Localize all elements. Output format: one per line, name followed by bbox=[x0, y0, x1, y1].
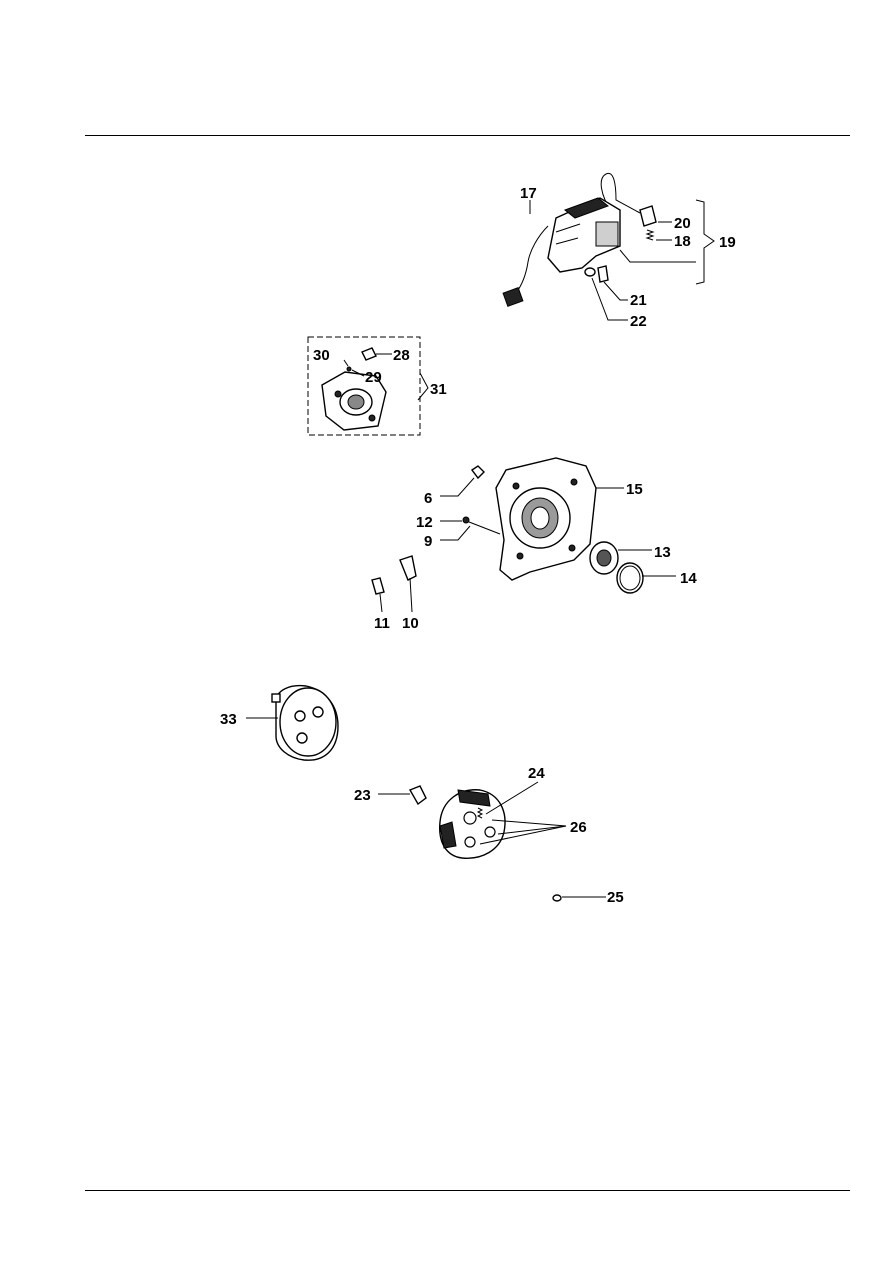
callout-33: 33 bbox=[220, 711, 237, 728]
retaining-clip bbox=[470, 465, 485, 480]
clutch-group: 24 23 26 bbox=[354, 765, 587, 859]
callout-12: 12 bbox=[416, 514, 433, 531]
callout-14: 14 bbox=[680, 570, 697, 587]
coil-connector bbox=[502, 287, 524, 307]
callout-25: 25 bbox=[607, 889, 624, 906]
callout-10: 10 bbox=[402, 615, 419, 632]
callout-17: 17 bbox=[520, 185, 537, 202]
washer bbox=[584, 267, 596, 277]
throttle-bracket bbox=[399, 555, 417, 581]
callout-30: 30 bbox=[313, 347, 330, 364]
clutch-washer bbox=[552, 894, 562, 902]
ignition-coil-group: 17 20 18 19 21 22 bbox=[502, 172, 736, 330]
callout-31: 31 bbox=[430, 381, 447, 398]
cap-spring bbox=[645, 229, 655, 241]
housing-kit-group: 30 28 29 31 bbox=[307, 336, 447, 436]
callout-23: 23 bbox=[354, 787, 371, 804]
washer-25-group: 25 bbox=[552, 889, 624, 906]
callout-18: 18 bbox=[674, 233, 691, 250]
callout-15: 15 bbox=[626, 481, 643, 498]
coil-screw bbox=[597, 265, 609, 283]
callout-13: 13 bbox=[654, 544, 671, 561]
callout-29: 29 bbox=[365, 369, 382, 386]
threaded-stud bbox=[463, 519, 501, 535]
callout-19: 19 bbox=[719, 234, 736, 251]
callout-21: 21 bbox=[630, 292, 647, 309]
callout-24: 24 bbox=[528, 765, 545, 782]
spark-plug-cap bbox=[639, 205, 657, 227]
callout-9: 9 bbox=[424, 533, 432, 550]
clutch-bolt bbox=[408, 785, 427, 806]
callout-11: 11 bbox=[374, 615, 390, 632]
callout-6: 6 bbox=[424, 490, 432, 507]
kit-screw bbox=[361, 347, 377, 361]
callout-26: 26 bbox=[570, 819, 587, 836]
callout-22: 22 bbox=[630, 313, 647, 330]
bracket-screw bbox=[371, 577, 385, 595]
callout-20: 20 bbox=[674, 215, 691, 232]
crankcase-group: 6 15 12 9 13 14 11 10 bbox=[371, 457, 697, 632]
clutch-drum-group: 33 bbox=[220, 684, 339, 761]
header-rule bbox=[85, 135, 850, 136]
footer-rule bbox=[85, 1190, 850, 1191]
callout-28: 28 bbox=[393, 347, 410, 364]
kit-washer bbox=[346, 366, 352, 372]
